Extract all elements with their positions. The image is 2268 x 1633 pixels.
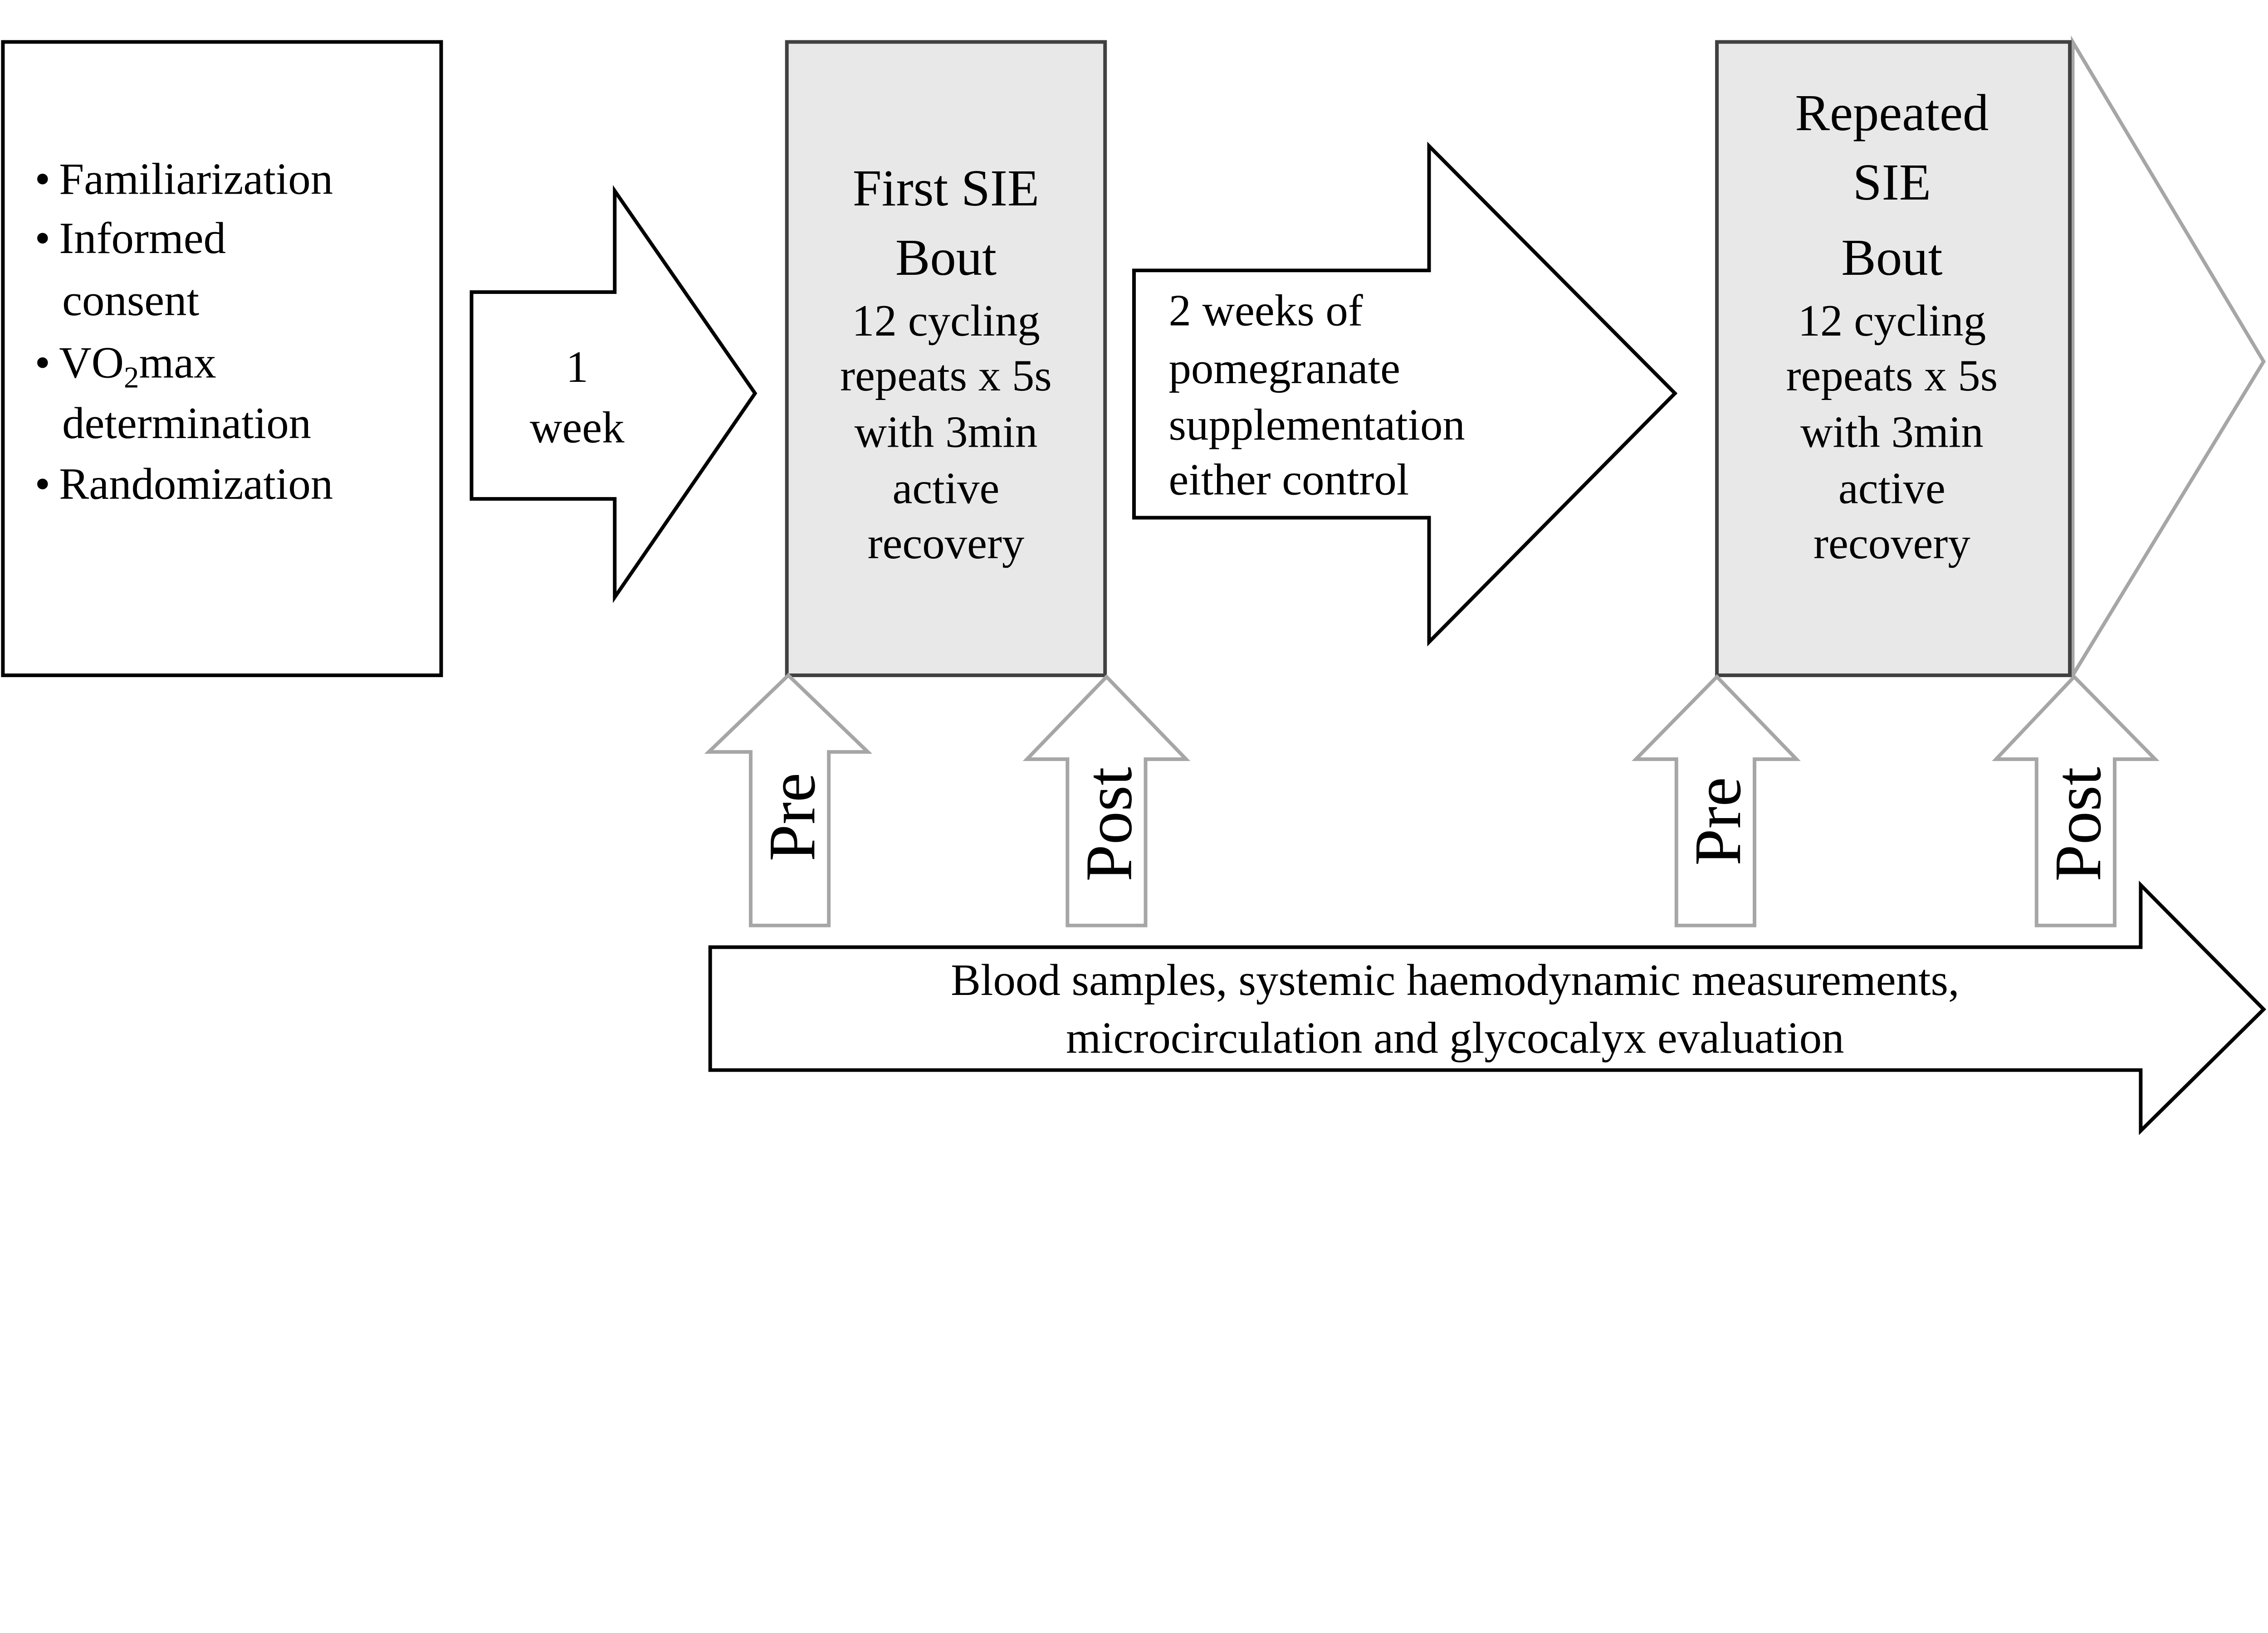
post-marker-1: Post bbox=[1022, 674, 1191, 927]
first-bout-title: Bout bbox=[895, 229, 997, 286]
arrow-1-line: 1 bbox=[566, 342, 588, 392]
supplementation-arrow: 2 weeks of pomegranate supplementation e… bbox=[1132, 141, 1678, 647]
arrow-2-line: supplementation bbox=[1169, 400, 1465, 449]
measurements-line: microcirculation and glycocalyx evaluati… bbox=[1066, 1013, 1844, 1063]
pre-marker-1: Pre bbox=[704, 673, 873, 927]
post-label: Post bbox=[1072, 767, 1146, 882]
first-bout-line: repeats x 5s bbox=[840, 351, 1052, 400]
setup-item-informed: •Informed bbox=[35, 214, 226, 263]
one-week-arrow: 1 week bbox=[469, 185, 758, 603]
repeated-bout-line: 12 cycling bbox=[1798, 296, 1986, 346]
pre-label: Pre bbox=[755, 773, 829, 862]
repeated-bout-line: recovery bbox=[1813, 519, 1970, 568]
study-design-diagram: •Familiarization •Informed consent •VO2m… bbox=[1, 35, 2267, 1136]
arrow-1-line: week bbox=[530, 403, 625, 453]
repeated-sie-bout-box: Repeated SIE Bout 12 cycling repeats x 5… bbox=[1715, 35, 2266, 682]
repeated-bout-title: Bout bbox=[1841, 229, 1942, 286]
arrow-2-line: either control bbox=[1169, 455, 1409, 505]
setup-box: •Familiarization •Informed consent •VO2m… bbox=[1, 40, 443, 678]
first-bout-line: active bbox=[892, 464, 999, 513]
repeated-bout-line: active bbox=[1838, 464, 1945, 513]
first-sie-bout-box: First SIE Bout 12 cycling repeats x 5s w… bbox=[785, 40, 1107, 678]
repeated-bout-line: with 3min bbox=[1800, 407, 1984, 457]
setup-item-consent: consent bbox=[62, 276, 199, 325]
first-bout-line: with 3min bbox=[855, 407, 1038, 457]
post-marker-2: Post bbox=[1992, 674, 2160, 927]
first-bout-line: 12 cycling bbox=[852, 296, 1040, 346]
first-bout-title: First SIE bbox=[853, 159, 1039, 217]
pre-label: Pre bbox=[1681, 777, 1755, 866]
measurements-line: Blood samples, systemic haemodynamic mea… bbox=[951, 955, 1960, 1005]
arrow-2-line: 2 weeks of bbox=[1169, 286, 1363, 335]
setup-item-vo2max: •VO2max bbox=[35, 338, 216, 394]
setup-item-familiarization: •Familiarization bbox=[35, 154, 333, 204]
repeated-bout-title: SIE bbox=[1853, 153, 1931, 211]
setup-item-determination: determination bbox=[62, 399, 311, 448]
post-label: Post bbox=[2041, 767, 2115, 882]
arrow-2-line: pomegranate bbox=[1169, 344, 1400, 393]
gray-chevron bbox=[2071, 35, 2266, 682]
setup-item-randomization: •Randomization bbox=[35, 459, 333, 509]
repeated-bout-title: Repeated bbox=[1795, 84, 1989, 141]
first-bout-line: recovery bbox=[868, 519, 1025, 568]
pre-marker-2: Pre bbox=[1631, 674, 1801, 927]
repeated-bout-line: repeats x 5s bbox=[1786, 351, 1998, 400]
measurements-arrow: Blood samples, systemic haemodynamic mea… bbox=[708, 880, 2267, 1136]
